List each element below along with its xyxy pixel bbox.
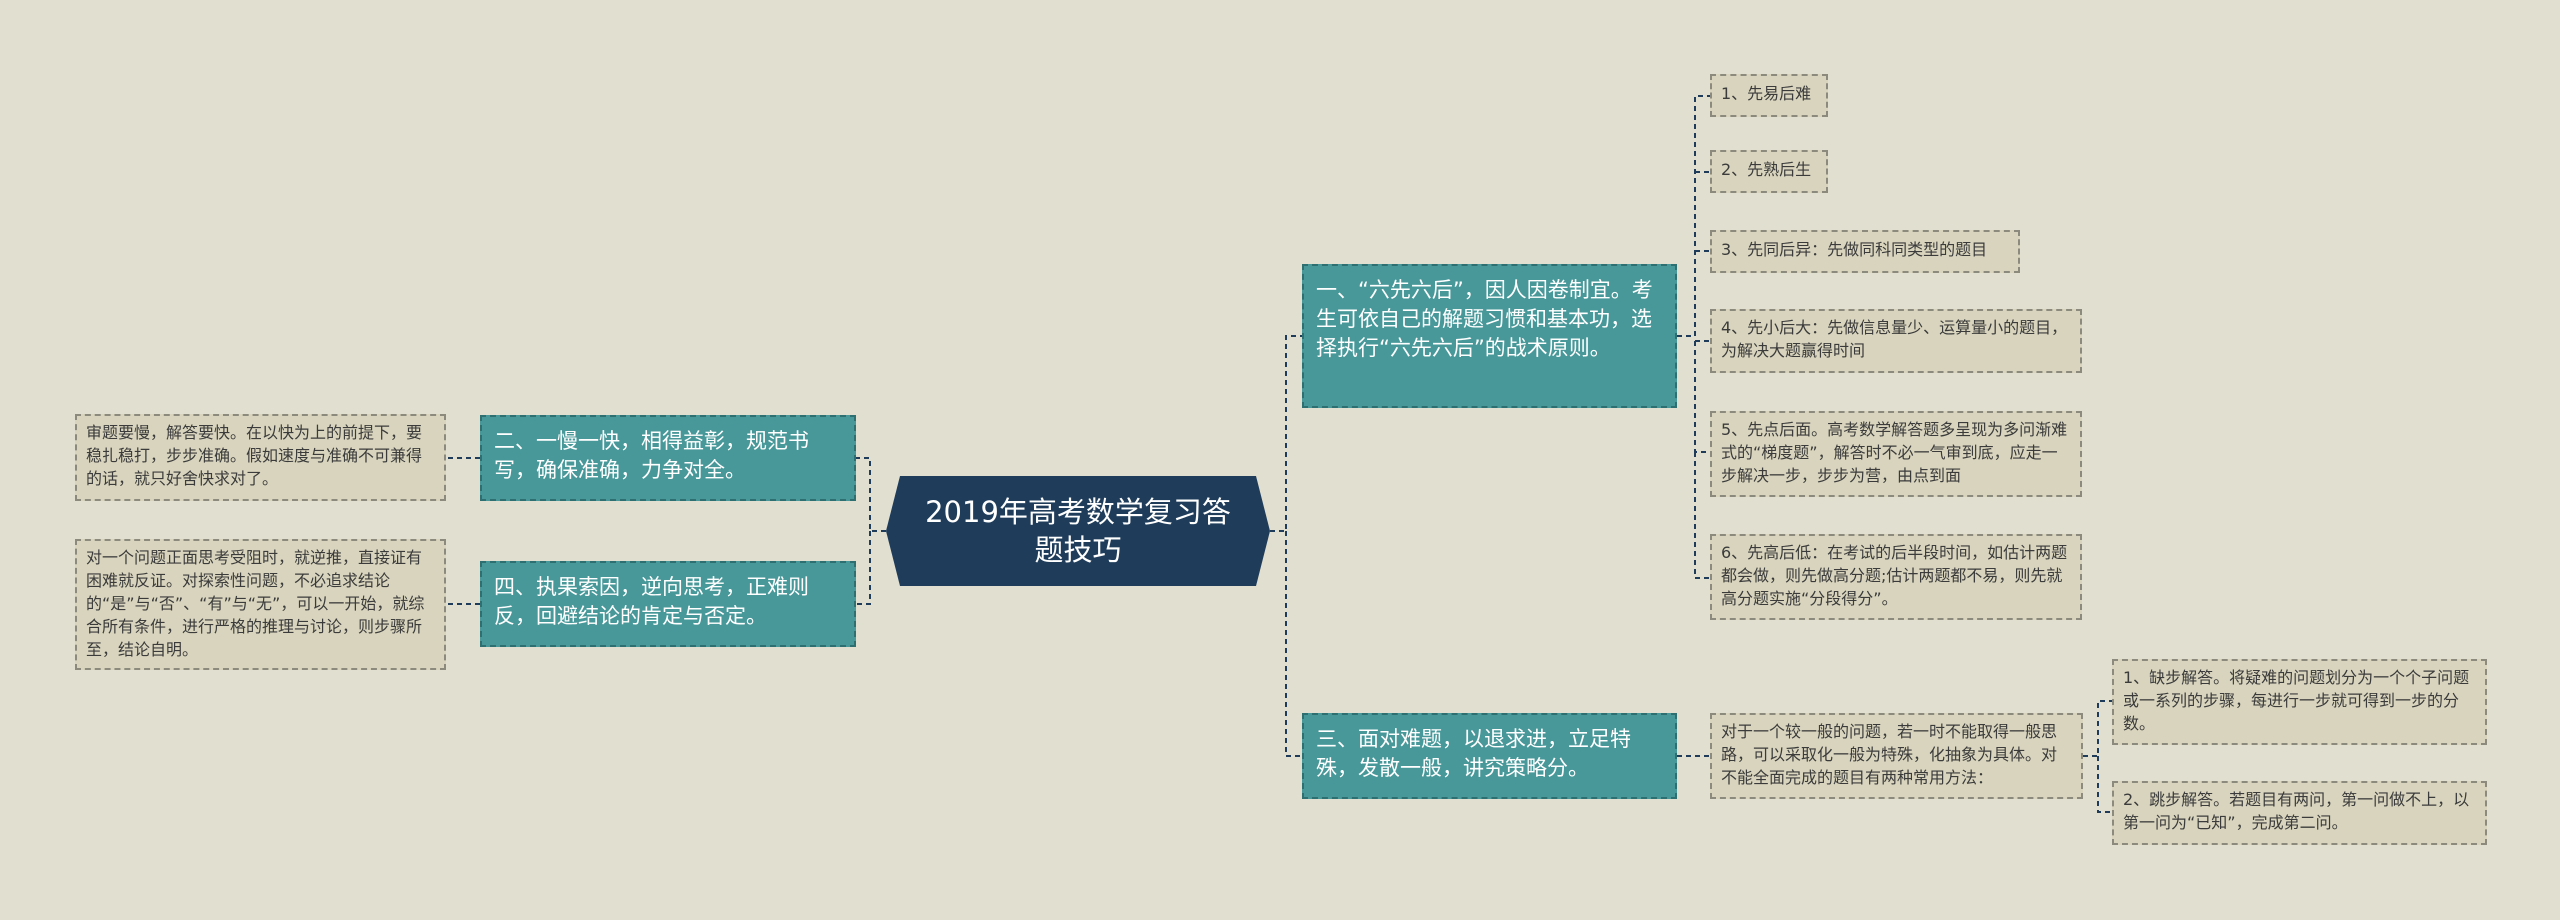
leaf-label: 1、先易后难 xyxy=(1721,84,1812,103)
branch-reverse-thinking[interactable]: 四、执果索因，逆向思考，正难则反，回避结论的肯定与否定。 xyxy=(480,561,856,647)
leaf-label: 6、先高后低：在考试的后半段时间，如估计两题都会做，则先做高分题;估计两题都不易… xyxy=(1721,543,2068,608)
leaf-skip-step-answer[interactable]: 2、跳步解答。若题目有两问，第一问做不上，以第一问为“已知”，完成第二问。 xyxy=(2112,781,2487,845)
root-topic[interactable]: 2019年高考数学复习答题技巧 xyxy=(886,476,1270,586)
leaf-label: 4、先小后大：先做信息量少、运算量小的题目，为解决大题赢得时间 xyxy=(1721,318,2068,360)
connector-root-to-b4 xyxy=(856,531,871,605)
branch-slow-fast[interactable]: 二、一慢一快，相得益彰，规范书写，确保准确，力争对全。 xyxy=(480,415,856,501)
connector-b1-item5b xyxy=(1694,341,1710,453)
connector-b1-item5 xyxy=(1694,452,1710,579)
leaf-label: 对于一个较一般的问题，若一时不能取得一般思路，可以采取化一般为特殊，化抽象为具体… xyxy=(1721,722,2058,787)
leaf-label: 2、跳步解答。若题目有两问，第一问做不上，以第一问为“已知”，完成第二问。 xyxy=(2123,790,2470,832)
branch-label: 二、一慢一快，相得益彰，规范书写，确保准确，力争对全。 xyxy=(494,429,809,482)
leaf-small-before-big[interactable]: 4、先小后大：先做信息量少、运算量小的题目，为解决大题赢得时间 xyxy=(1710,309,2082,373)
connector-desc-trunk xyxy=(2083,700,2112,757)
leaf-missing-step-answer[interactable]: 1、缺步解答。将疑难的问题划分为一个个子问题或一系列的步骤，每进行一步就可得到一… xyxy=(2112,659,2487,745)
leaf-difficult-problems-desc[interactable]: 对于一个较一般的问题，若一时不能取得一般思路，可以采取化一般为特殊，化抽象为具体… xyxy=(1710,713,2083,799)
connector-root-to-b3 xyxy=(1285,531,1302,757)
branch-difficult-problems[interactable]: 三、面对难题，以退求进，立足特殊，发散一般，讲究策略分。 xyxy=(1302,713,1677,799)
leaf-high-before-low[interactable]: 6、先高后低：在考试的后半段时间，如估计两题都会做，则先做高分题;估计两题都不易… xyxy=(1710,534,2082,620)
leaf-label: 5、先点后面。高考数学解答题多呈现为多问渐难式的“梯度题”，解答时不必一气审到底… xyxy=(1721,420,2068,485)
leaf-same-before-different[interactable]: 3、先同后异：先做同科同类型的题目 xyxy=(1710,230,2020,273)
connector-b1-trunk xyxy=(1677,95,1710,337)
leaf-label: 2、先熟后生 xyxy=(1721,160,1812,179)
branch-six-first-six-later[interactable]: 一、“六先六后”，因人因卷制宜。考生可依自己的解题习惯和基本功，选择执行“六先六… xyxy=(1302,264,1677,408)
leaf-label: 对一个问题正面思考受阻时，就逆推，直接证有困难就反证。对探索性问题，不必追求结论… xyxy=(86,548,425,659)
leaf-reverse-thinking-desc[interactable]: 对一个问题正面思考受阻时，就逆推，直接证有困难就反证。对探索性问题，不必追求结论… xyxy=(75,539,446,670)
leaf-point-before-surface[interactable]: 5、先点后面。高考数学解答题多呈现为多问渐难式的“梯度题”，解答时不必一气审到底… xyxy=(1710,411,2082,497)
branch-label: 四、执果索因，逆向思考，正难则反，回避结论的肯定与否定。 xyxy=(494,575,809,628)
connector-root-to-b1 xyxy=(1270,335,1302,532)
branch-label: 三、面对难题，以退求进，立足特殊，发散一般，讲究策略分。 xyxy=(1316,727,1631,780)
root-title: 2019年高考数学复习答题技巧 xyxy=(925,495,1231,567)
leaf-label: 3、先同后异：先做同科同类型的题目 xyxy=(1721,240,1988,259)
connector-desc-item2 xyxy=(2097,756,2112,813)
leaf-label: 1、缺步解答。将疑难的问题划分为一个个子问题或一系列的步骤，每进行一步就可得到一… xyxy=(2123,668,2470,733)
leaf-slow-fast-desc[interactable]: 审题要慢，解答要快。在以快为上的前提下，要稳扎稳打，步步准确。假如速度与准确不可… xyxy=(75,414,446,501)
branch-label: 一、“六先六后”，因人因卷制宜。考生可依自己的解题习惯和基本功，选择执行“六先六… xyxy=(1316,278,1653,360)
connector-root-to-b2 xyxy=(856,457,886,532)
leaf-label: 审题要慢，解答要快。在以快为上的前提下，要稳扎稳打，步步准确。假如速度与准确不可… xyxy=(86,423,423,488)
leaf-easy-before-hard[interactable]: 1、先易后难 xyxy=(1710,74,1828,117)
leaf-familiar-before-new[interactable]: 2、先熟后生 xyxy=(1710,150,1828,193)
